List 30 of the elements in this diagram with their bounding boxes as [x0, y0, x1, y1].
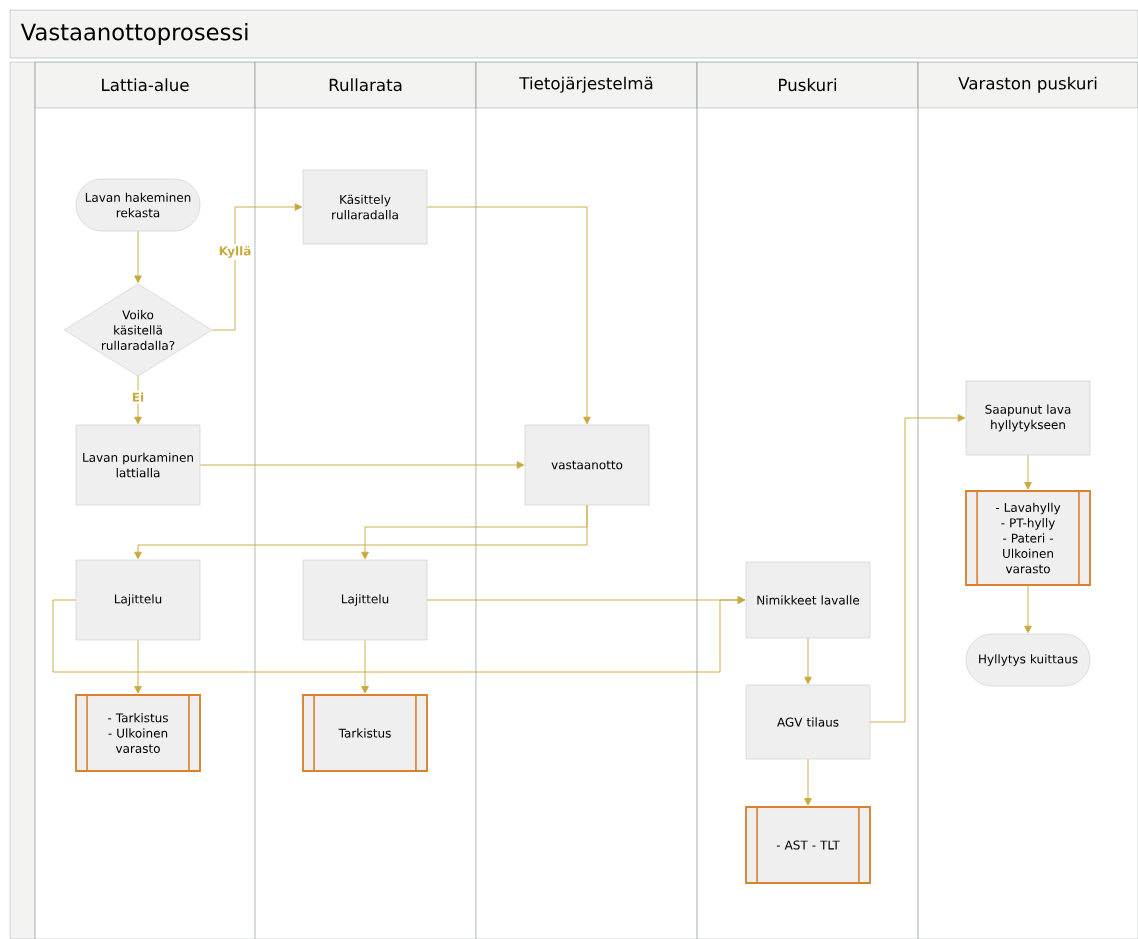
arrow — [804, 637, 812, 685]
terminal-box: Hyllytys kuittaus — [965, 633, 1091, 687]
process-box: Käsittely rullaradalla — [302, 169, 428, 245]
arrow — [804, 758, 812, 806]
arrow — [1024, 454, 1032, 490]
terminal-box: Lavan hakeminen rekasta — [75, 178, 201, 232]
arrow — [361, 504, 588, 560]
subprocess-box: - Lavahylly - PT-hylly - Pateri - Ulkoinen varasto — [965, 489, 1091, 587]
subprocess-box: - Tarkistus - Ulkoinen varasto — [75, 693, 201, 773]
arrow — [134, 230, 142, 283]
subprocess-box: Tarkistus — [302, 693, 428, 773]
arrow — [1024, 585, 1032, 634]
arrow — [361, 639, 369, 694]
process-box: Saapunut lava hyllytykseen — [965, 380, 1091, 456]
title-band: Vastaanottoprosessi — [9, 9, 1138, 59]
arrow — [426, 596, 746, 604]
arrow — [211, 203, 303, 331]
arrow — [869, 414, 966, 723]
process-box: Lajittelu — [75, 559, 201, 641]
process-box: vastaanotto — [524, 424, 650, 506]
arrow — [426, 206, 591, 425]
process-box: AGV tilaus — [745, 684, 871, 760]
process-box: Nimikkeet lavalle — [745, 561, 871, 639]
edge-label: Kyllä — [216, 244, 254, 260]
process-box: Lajittelu — [302, 559, 428, 641]
subprocess-box: - AST - TLT — [745, 805, 871, 885]
process-box: Lavan purkaminen lattialla — [75, 424, 201, 506]
arrow — [199, 461, 525, 469]
arrow — [134, 376, 142, 425]
arrow — [134, 639, 142, 694]
